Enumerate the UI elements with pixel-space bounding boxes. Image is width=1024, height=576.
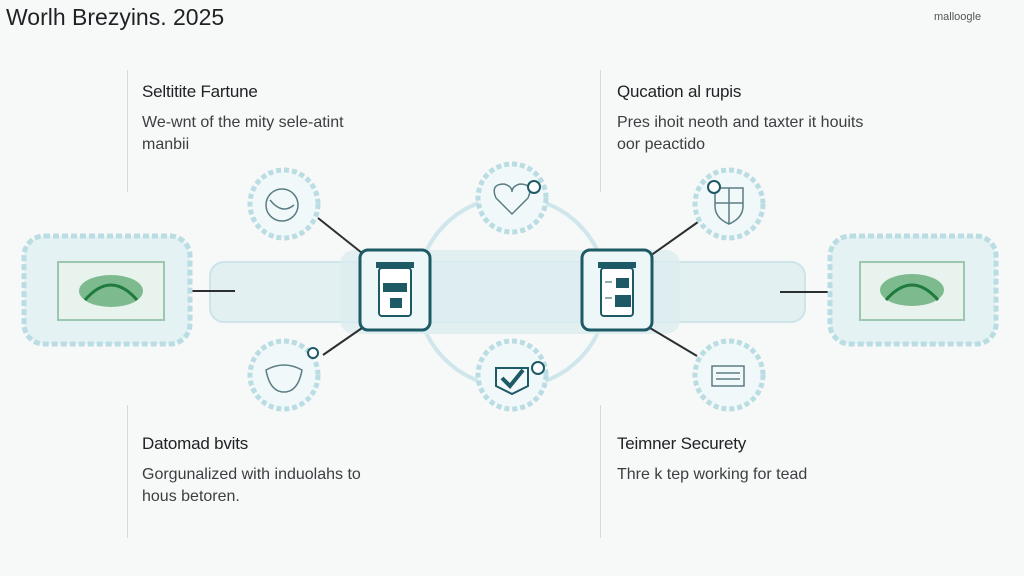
banknote-left-icon: [21, 233, 193, 347]
feature-text-line: oor peactido: [617, 136, 706, 153]
server-right-icon: [580, 248, 654, 332]
feature-text-line: Thre k tep working for tead: [617, 466, 808, 483]
feature-text: We-wnt of the mity sele-atint manbii: [142, 112, 472, 156]
feature-heading: Datomad bvits: [142, 434, 249, 453]
globe-icon: [247, 167, 321, 241]
divider: [127, 405, 128, 538]
feature-heading: Qucation al rupis: [617, 82, 742, 101]
feature-heading: Seltitite Fartune: [142, 82, 258, 101]
feature-text-line: We-wnt of the mity sele-atint: [142, 114, 344, 131]
feature-text: Gorgunalized with induolahs to hous betor…: [142, 464, 472, 508]
feature-block-top-left: Seltitite Fartune We-wnt of the mity sel…: [142, 82, 472, 156]
connector-lines: [190, 217, 828, 357]
feature-heading: Teimner Securety: [617, 434, 747, 453]
feature-text-line: Pres ihoit neoth and taxter it houits: [617, 114, 864, 131]
server-left-icon: [358, 248, 432, 332]
page-title: Worlh Brezyins. 2025: [6, 4, 225, 30]
checkmark-bag-icon: [475, 338, 549, 412]
feature-text-line: hous betoren.: [142, 488, 240, 505]
people-network-icon: [247, 338, 321, 412]
brand-logo-text: malloogle: [934, 11, 982, 23]
feature-block-top-right: Qucation al rupis Pres ihoit neoth and t…: [617, 82, 947, 156]
document-icon: [692, 338, 766, 412]
heart-network-icon: [475, 161, 549, 235]
divider: [127, 70, 128, 192]
feature-text: Pres ihoit neoth and taxter it houits oor…: [617, 112, 947, 156]
divider: [600, 405, 601, 538]
feature-text-line: Gorgunalized with induolahs to: [142, 466, 361, 483]
banknote-right-icon: [827, 233, 999, 347]
feature-block-bottom-left: Datomad bvits Gorgunalized with induolah…: [142, 434, 472, 508]
feature-text-line: manbii: [142, 136, 190, 153]
divider: [600, 70, 601, 192]
feature-block-bottom-right: Teimner Securety Thre k tep working for …: [617, 434, 947, 486]
feature-text: Thre k tep working for tead: [617, 464, 947, 486]
